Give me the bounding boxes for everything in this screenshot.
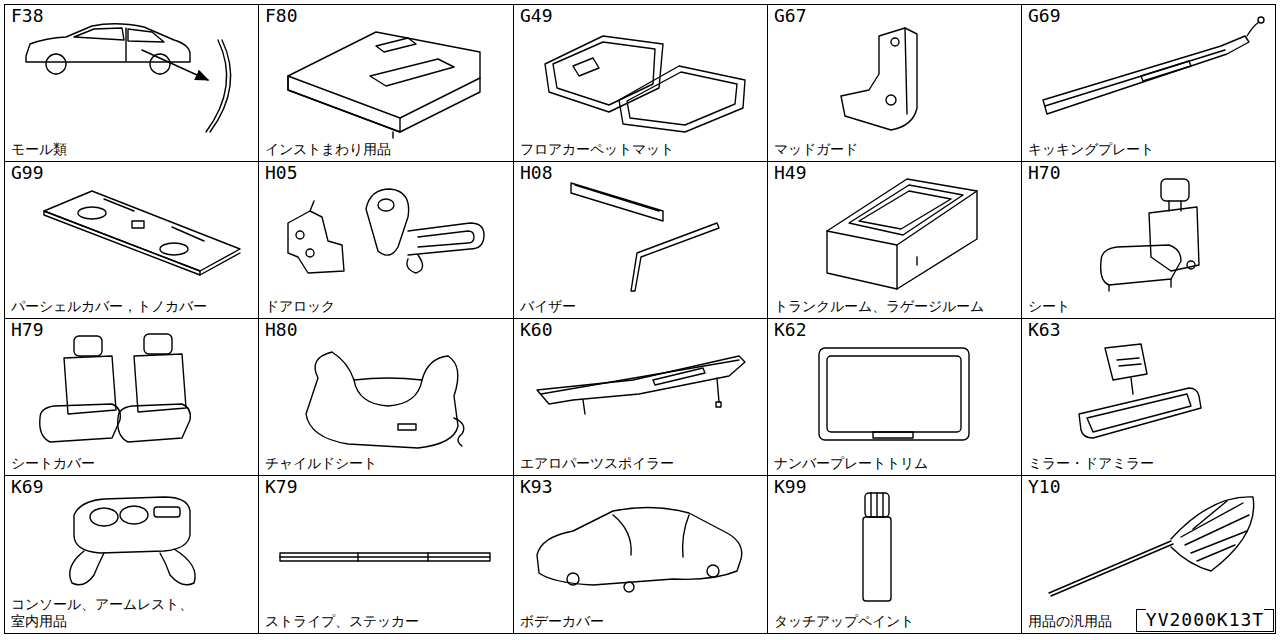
- part-code: H80: [265, 320, 298, 340]
- shelf-illustration: [44, 191, 240, 275]
- part-code: Y10: [1028, 477, 1061, 497]
- seatcover-illustration: [40, 334, 191, 442]
- part-label: ボデーカバー: [520, 613, 760, 630]
- part-code: K93: [520, 477, 553, 497]
- stripe-illustration: [280, 553, 490, 561]
- plate-trim-illustration: [819, 348, 969, 440]
- part-label: ドアロック: [265, 298, 505, 315]
- duster-illustration: [1049, 497, 1254, 596]
- part-label: マッドガード: [774, 141, 1014, 158]
- part-code: G69: [1028, 6, 1061, 26]
- mirror-illustration: [1079, 344, 1201, 438]
- part-cell: K62 ナンバープレートトリム: [767, 318, 1022, 476]
- part-label: パーシェルカバー，トノカバー: [11, 298, 251, 315]
- part-label: キッキングプレート: [1028, 141, 1268, 158]
- part-cell: K63 ミラー・ドアミラー: [1021, 318, 1276, 476]
- part-code: YV2000K13T: [1146, 610, 1264, 630]
- part-label: タッチアップペイント: [774, 613, 1014, 630]
- part-code: K99: [774, 477, 807, 497]
- mat-illustration: [545, 36, 745, 132]
- part-code: H79: [11, 320, 44, 340]
- part-cell: G69 キッキングプレート: [1021, 4, 1276, 162]
- doorlock-illustration: [288, 189, 484, 273]
- part-cell: H79 シートカバー: [4, 318, 259, 476]
- part-cell: F38 モール類: [4, 4, 259, 162]
- part-code: F38: [11, 6, 44, 26]
- part-cell: H80 チャイルドシート: [258, 318, 514, 476]
- part-cell: H49 トランクルーム、ラゲージルーム: [767, 161, 1022, 319]
- visor-illustration: [571, 183, 719, 291]
- part-code: K69: [11, 477, 44, 497]
- panel-illustration: [288, 32, 480, 138]
- part-label: ナンバープレートトリム: [774, 455, 1014, 472]
- seat-illustration: [1101, 179, 1199, 291]
- part-code: K79: [265, 477, 298, 497]
- part-code: H08: [520, 163, 553, 183]
- part-code: G99: [11, 163, 44, 183]
- part-code: G67: [774, 6, 807, 26]
- part-label: バイザー: [520, 298, 760, 315]
- part-cell: K93 ボデーカバー: [513, 475, 768, 634]
- part-cell: G99 パーシェルカバー，トノカバー: [4, 161, 259, 319]
- bodycover-illustration: [537, 507, 742, 592]
- part-label: コンソール、アームレスト、 室内用品: [11, 596, 251, 630]
- drawing-code-box: YV2000K13T: [1136, 609, 1274, 632]
- part-label: ミラー・ドアミラー: [1028, 455, 1268, 472]
- part-label: チャイルドシート: [265, 455, 505, 472]
- part-label: モール類: [11, 141, 251, 158]
- part-cell: H70 シート: [1021, 161, 1276, 319]
- childseat-illustration: [306, 352, 464, 448]
- part-cell: K99 タッチアップペイント: [767, 475, 1022, 634]
- part-code: H70: [1028, 163, 1061, 183]
- part-label: フロアカーペットマット: [520, 141, 760, 158]
- paint-illustration: [863, 493, 891, 601]
- part-cell: Y10用品の汎用品YV2000K13T: [1021, 475, 1276, 634]
- part-cell: G67 マッドガード: [767, 4, 1022, 162]
- part-label: ストライプ、ステッカー: [265, 613, 505, 630]
- molding-illustration: [26, 24, 231, 132]
- mudguard-illustration: [841, 28, 917, 130]
- spoiler-illustration: [537, 356, 745, 414]
- kicking-plate-illustration: [1043, 17, 1264, 114]
- part-code: K63: [1028, 320, 1061, 340]
- part-label: シートカバー: [11, 455, 251, 472]
- part-cell: K60 エアロパーツスポイラー: [513, 318, 768, 476]
- part-label: エアロパーツスポイラー: [520, 455, 760, 472]
- part-code: G49: [520, 6, 553, 26]
- part-code: K60: [520, 320, 553, 340]
- part-label: シート: [1028, 298, 1268, 315]
- part-label: トランクルーム、ラゲージルーム: [774, 298, 1014, 315]
- part-code: H05: [265, 163, 298, 183]
- trunk-illustration: [827, 179, 977, 289]
- console-illustration: [70, 497, 195, 585]
- part-code: F80: [265, 6, 298, 26]
- part-cell: H08 バイザー: [513, 161, 768, 319]
- part-cell: K79 ストライプ、ステッカー: [258, 475, 514, 634]
- part-cell: K69 コンソール、アームレスト、 室内用品: [4, 475, 259, 634]
- part-label: インストまわり用品: [265, 141, 505, 158]
- part-cell: F80 インストまわり用品: [258, 4, 514, 162]
- part-cell: H05 ドアロック: [258, 161, 514, 319]
- part-cell: G49 フロアカーペットマット: [513, 4, 768, 162]
- part-code: H49: [774, 163, 807, 183]
- part-code: K62: [774, 320, 807, 340]
